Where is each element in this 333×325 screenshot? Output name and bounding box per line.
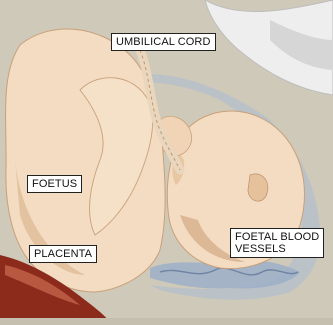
label-umbilical-cord: UMBILICAL CORD <box>111 33 216 51</box>
label-foetal-blood-vessels-line1: FOETAL BLOOD <box>235 231 319 243</box>
label-umbilical-cord-text: UMBILICAL CORD <box>116 36 211 48</box>
label-placenta: PLACENTA <box>29 245 97 263</box>
bottom-edge <box>0 318 333 325</box>
label-foetus-text: FOETUS <box>32 178 77 190</box>
foetus-ear <box>248 174 268 201</box>
label-foetal-blood-vessels: FOETAL BLOOD VESSELS <box>230 228 324 258</box>
label-placenta-text: PLACENTA <box>34 248 92 260</box>
label-foetal-blood-vessels-line2: VESSELS <box>235 243 319 255</box>
label-foetus: FOETUS <box>27 175 82 193</box>
